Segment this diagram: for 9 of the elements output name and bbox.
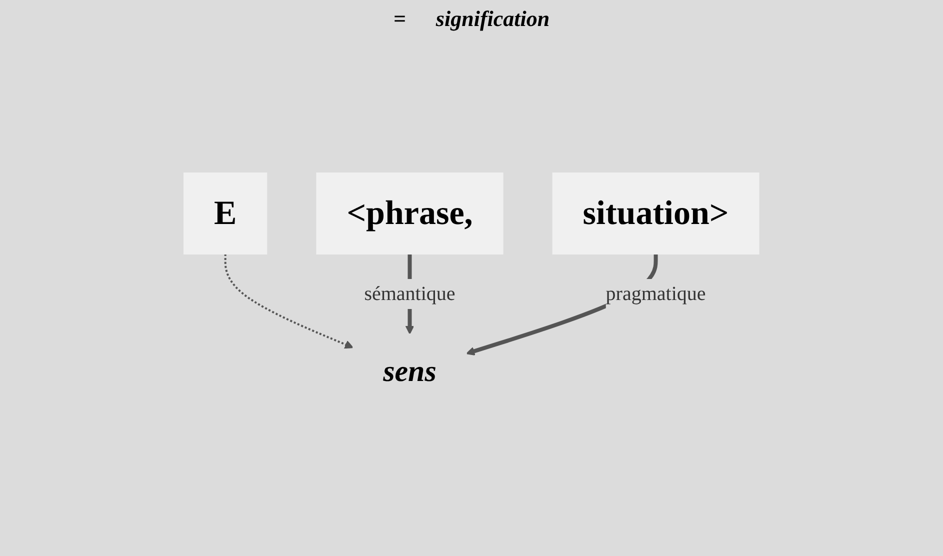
node-box: E	[184, 172, 268, 254]
node-box: situation>	[552, 172, 760, 254]
edge-label: pragmatique	[606, 283, 706, 305]
note-text: signification	[436, 6, 550, 32]
node-text: sens	[383, 355, 437, 388]
node-box: <phrase,	[316, 172, 504, 254]
arrow	[224, 254, 354, 349]
edge-label: sémantique	[364, 283, 456, 305]
note-text: =	[393, 6, 406, 32]
